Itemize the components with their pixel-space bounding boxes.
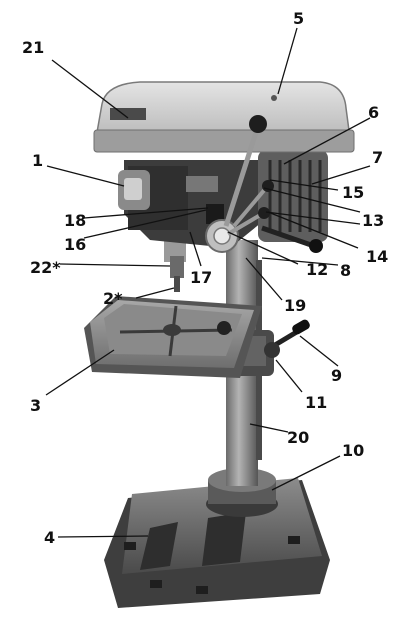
callout-20: 20 xyxy=(287,428,309,447)
leader-line-4 xyxy=(57,535,149,538)
callout-15: 15 xyxy=(342,183,364,202)
leader-line-15 xyxy=(269,179,339,191)
callout-2: 2* xyxy=(103,289,123,308)
callout-17: 17 xyxy=(190,268,212,287)
callout-10: 10 xyxy=(342,441,364,460)
leader-line-10 xyxy=(271,455,341,491)
callout-1: 1 xyxy=(32,151,43,170)
leader-line-20 xyxy=(249,423,289,433)
feed-handles xyxy=(223,115,274,236)
leader-line-14 xyxy=(267,211,359,249)
leader-line-13a xyxy=(263,187,361,213)
callout-4: 4 xyxy=(44,528,55,547)
leader-line-13b xyxy=(265,211,361,225)
leader-line-2 xyxy=(135,287,175,299)
leader-line-16 xyxy=(83,209,207,239)
leader-line-17 xyxy=(189,231,202,267)
drill-press-illustration xyxy=(84,81,355,608)
callout-21: 21 xyxy=(22,38,44,57)
callout-14: 14 xyxy=(366,247,388,266)
callout-19: 19 xyxy=(284,296,306,315)
leader-line-19 xyxy=(245,257,283,301)
leader-line-3 xyxy=(45,349,115,396)
callout-13: 13 xyxy=(362,211,384,230)
leader-line-21 xyxy=(51,59,129,119)
leader-line-11 xyxy=(275,359,303,393)
leader-line-18 xyxy=(83,207,209,219)
callout-3: 3 xyxy=(30,396,41,415)
leader-line-12 xyxy=(227,231,299,265)
leader-line-8 xyxy=(261,257,339,266)
switch-box xyxy=(118,170,150,210)
callout-9: 9 xyxy=(331,366,342,385)
leader-line-5 xyxy=(277,27,298,95)
callout-12: 12 xyxy=(306,260,328,279)
callout-11: 11 xyxy=(305,393,327,412)
callout-6: 6 xyxy=(368,103,379,122)
callout-5: 5 xyxy=(293,9,304,28)
callout-labels: 1 2* 3 4 5 6 7 8 9 10 11 12 13 14 15 16 … xyxy=(22,9,388,547)
leader-line-6 xyxy=(283,117,371,165)
callout-7: 7 xyxy=(372,148,383,167)
belt-guard xyxy=(93,81,355,153)
table xyxy=(84,296,262,378)
leader-line-9 xyxy=(299,335,339,367)
leader-line-22 xyxy=(59,263,171,267)
leader-line-7 xyxy=(311,165,371,185)
depth-gauge xyxy=(205,219,239,253)
callout-18: 18 xyxy=(64,211,86,230)
motor xyxy=(258,142,328,242)
callout-22: 22* xyxy=(30,258,61,277)
tension-lever xyxy=(261,225,323,253)
callout-16: 16 xyxy=(64,235,86,254)
callout-8: 8 xyxy=(340,261,351,280)
leader-line-1 xyxy=(46,165,125,187)
leader-lines xyxy=(45,27,371,538)
